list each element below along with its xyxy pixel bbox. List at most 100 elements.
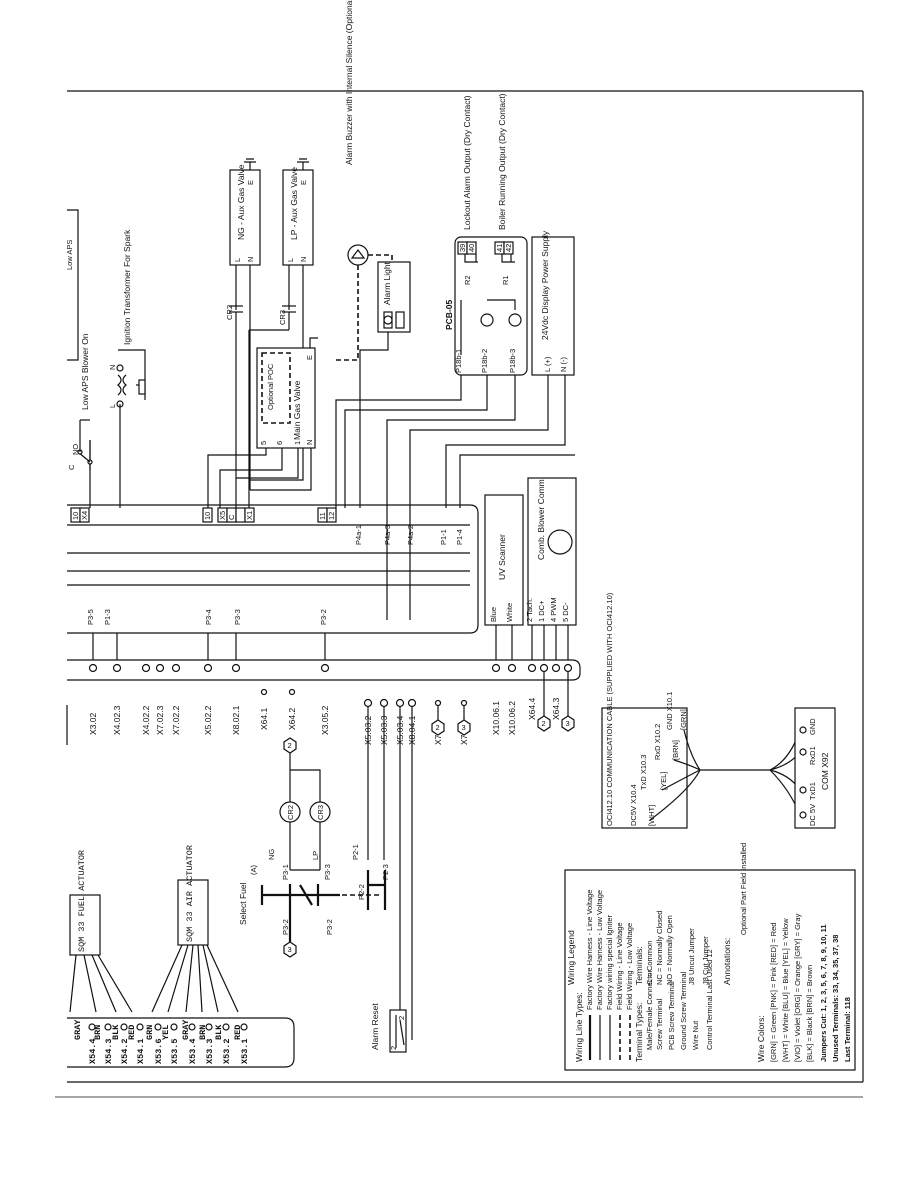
lp-valve-label: LP - Aux Gas Valve bbox=[289, 167, 299, 240]
legend-line-1: Factory Wire Harness - Low Voltage bbox=[595, 890, 604, 1010]
legend-term-types-head: Terminal Types: bbox=[634, 1003, 644, 1062]
comm-wire-0: [WHT] bbox=[647, 805, 656, 826]
alarm-reset-switch bbox=[395, 1015, 405, 1048]
uv-scanner-label: UV Scanner bbox=[497, 534, 507, 580]
terminal-strip bbox=[70, 507, 337, 523]
legend-jumper-1: J8 Cut Jumper bbox=[701, 936, 710, 985]
comm-col-3: GND X10.1 bbox=[665, 692, 674, 730]
main-valve-t1: 1 bbox=[293, 441, 302, 445]
pcb-p18b3: P18b-3 bbox=[508, 349, 517, 373]
comm-cable-title: OCI412.10 COMMUNICATION CABLE (SUPPLIED … bbox=[605, 592, 614, 826]
lp-valve-l: L bbox=[286, 258, 295, 262]
p-label-p35: P3-5 bbox=[86, 609, 95, 625]
cr3-coil-label: CR3 bbox=[316, 805, 325, 820]
main-valve-poc bbox=[261, 352, 291, 424]
cr2-coil-label: CR2 bbox=[286, 805, 295, 820]
air-actuator-leads bbox=[151, 944, 239, 1013]
main-valve-t5: 5 bbox=[259, 441, 268, 445]
pcb-t40-label: 40 bbox=[467, 244, 476, 252]
comb-blower-label: Comb. Blower Comm. bbox=[536, 477, 546, 560]
x-term-18: X64.4 bbox=[527, 698, 537, 720]
x-term-6: X8.02.1 bbox=[231, 705, 241, 735]
lp-valve-n: N bbox=[299, 257, 308, 262]
fuel-wire-1: BRN bbox=[93, 1025, 103, 1040]
com-x92-label: COM X92 bbox=[820, 752, 830, 790]
p-label-p11: P1-1 bbox=[439, 529, 448, 545]
pcb-r1-coil bbox=[508, 313, 522, 327]
pcb-t42 bbox=[503, 241, 514, 255]
legend-term-1: Screw Terminal bbox=[655, 999, 664, 1050]
com-x92-terminals bbox=[799, 726, 807, 819]
top-cut-label: Low APS bbox=[65, 240, 74, 270]
pcb-running-label: Boiler Running Output (Dry Contact) bbox=[497, 93, 507, 230]
x-term-19: X64.3 bbox=[551, 698, 561, 720]
ng-valve-n: N bbox=[246, 257, 255, 262]
cr3-contact-label: CR3 bbox=[278, 310, 287, 325]
legend-term-3: Ground Screw Terminal bbox=[679, 971, 688, 1050]
jumper-tag-5: 3 bbox=[566, 719, 570, 728]
legend-line-types-head: Wiring Line Types: bbox=[574, 992, 584, 1062]
legend-term-4: Wire Nut bbox=[691, 1020, 700, 1050]
pcb-t41-label: 41 bbox=[495, 244, 504, 252]
ng-lp-x-wires bbox=[367, 706, 413, 1052]
pcb-box bbox=[454, 236, 528, 376]
p-label-p32: P3-2 bbox=[319, 609, 328, 625]
fuel-actuator-leads bbox=[69, 954, 133, 1013]
comb-blower-icon bbox=[547, 529, 573, 555]
select-fuel-p33: P3-3 bbox=[323, 864, 332, 880]
aps-switch bbox=[77, 419, 93, 508]
ignition-l: L bbox=[108, 404, 117, 408]
legend-line-samples bbox=[588, 1015, 631, 1060]
legend-line-0: Factory Wire Harness - Line Voltage bbox=[585, 890, 594, 1010]
fuel-term-3: X54.1 bbox=[136, 1038, 146, 1064]
uv-blue: Blue bbox=[489, 607, 498, 622]
actuator-terminal-block bbox=[67, 1017, 295, 1068]
air-wire-4: BLK bbox=[214, 1024, 224, 1040]
main-valve-label: Main Gas Valve bbox=[292, 380, 302, 440]
select-fuel-p22: P2-2 bbox=[357, 884, 366, 900]
aps-label: Low APS Blower On bbox=[80, 333, 90, 410]
air-term-2: X53.4 bbox=[188, 1038, 198, 1064]
p-label-p33: P3-3 bbox=[233, 609, 242, 625]
comm-col-2: RxD X10.2 bbox=[653, 724, 662, 760]
pcb-t40 bbox=[466, 241, 477, 255]
jumper-tag-3: 3 bbox=[462, 723, 466, 732]
legend-terminals-head: Terminals: bbox=[634, 946, 644, 985]
aps-box-cut bbox=[67, 209, 79, 361]
legend-annotations-head: Annotations: bbox=[722, 938, 732, 985]
legend-title: Wiring Legend bbox=[566, 930, 576, 985]
legend-colors-3: [BLK] = Black [BRN] = Brown bbox=[805, 965, 814, 1062]
main-valve-e: E bbox=[305, 355, 314, 360]
controller-terminal-row bbox=[67, 659, 581, 681]
uv-scanner-box bbox=[484, 494, 524, 626]
fuel-actuator-title: SQM 33 FUEL ACTUATOR bbox=[77, 850, 87, 952]
legend-line-3: Field Wiring - Line Voltage bbox=[615, 922, 624, 1010]
legend-terminals-0: C = Common bbox=[645, 941, 654, 985]
legend-last: Last Terminal: 118 bbox=[843, 997, 852, 1062]
cr-coil-wires bbox=[289, 753, 321, 871]
x-term-17: X10.06.2 bbox=[507, 701, 517, 735]
x-term-2: X4.02.2 bbox=[141, 705, 151, 735]
p-label-p34: P3-4 bbox=[204, 609, 213, 625]
strip-label-3: 10 bbox=[203, 512, 212, 520]
ng-valve-e: E bbox=[246, 180, 255, 185]
strip-label-6: X1 bbox=[245, 511, 254, 520]
main-valve-box bbox=[256, 347, 316, 449]
fuel-wire-2: BLK bbox=[111, 1024, 121, 1040]
alarm-reset-b: 2 bbox=[397, 1016, 406, 1020]
strip-label-2: X4 bbox=[80, 511, 89, 520]
main-valve-n: N bbox=[305, 440, 314, 445]
comm-cable-wires bbox=[649, 729, 801, 821]
select-fuel-p32a: P3-2 bbox=[281, 919, 290, 935]
alarm-light-box bbox=[377, 261, 411, 333]
p-label-p4a1: P4a-1 bbox=[354, 525, 363, 545]
cr2-contact-label: CR2 bbox=[225, 305, 234, 320]
air-term-1: X53.5 bbox=[170, 1038, 180, 1064]
x-term-8: X64.2 bbox=[287, 708, 297, 730]
pcb-t39-label: 39 bbox=[458, 244, 467, 252]
select-fuel-label: Select Fuel bbox=[238, 882, 248, 925]
comm-wire-1: [YEL] bbox=[659, 772, 668, 790]
x-term-0: X3.02 bbox=[88, 713, 98, 735]
comm-wire-3: [GRN] bbox=[679, 709, 688, 730]
comb-pwm: 4 PWM bbox=[549, 597, 558, 622]
